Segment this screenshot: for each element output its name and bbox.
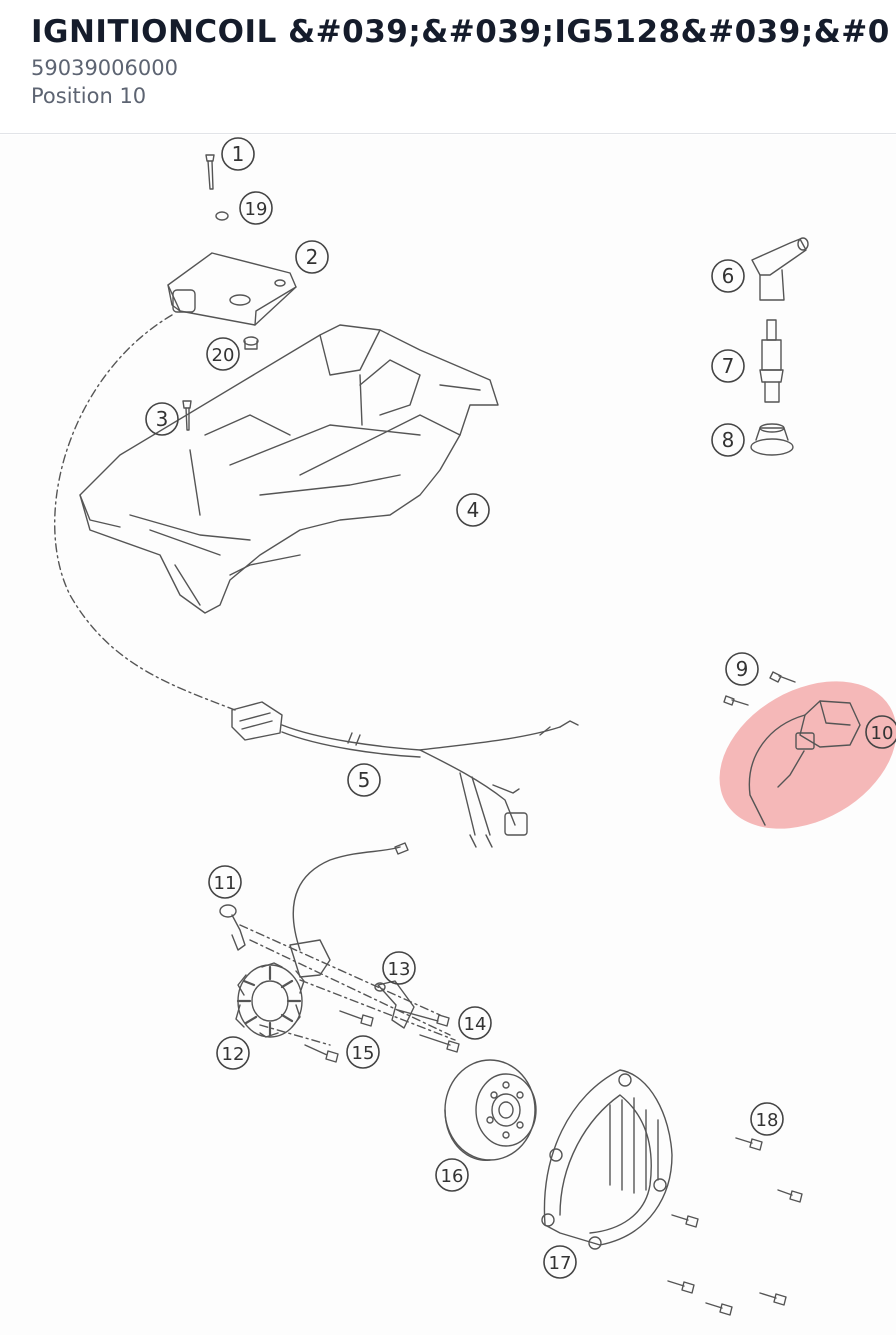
part-screw-3[interactable] [182,400,192,431]
part-ignition-cover-17[interactable] [541,1069,673,1250]
part-wiring-harness-5[interactable] [231,701,579,848]
callout-label: 9 [736,657,749,681]
highlight-ignition-coil[interactable] [693,651,896,859]
part-screw-1[interactable] [205,154,215,190]
callout-label: 8 [722,428,735,452]
part-screws-15[interactable] [304,1010,374,1063]
callout-label: 14 [464,1014,487,1035]
callout-15[interactable]: 15 [346,1035,380,1069]
callout-2[interactable]: 2 [295,240,329,274]
callout-10[interactable]: 10 [865,715,896,749]
part-screws-9[interactable] [723,671,796,706]
part-spark-plug-cap-6[interactable] [751,237,809,301]
callout-7[interactable]: 7 [711,349,745,383]
stator-cable [292,846,401,951]
callout-1[interactable]: 1 [221,137,255,171]
callout-12[interactable]: 12 [216,1036,250,1070]
part-cdi-box-2[interactable] [167,252,297,326]
callout-label: 4 [467,498,480,522]
callout-label: 6 [722,264,735,288]
alignment-lines [239,924,456,1046]
callout-4[interactable]: 4 [456,493,490,527]
part-washer-19[interactable] [215,211,229,221]
part-stator-12[interactable] [235,962,305,1038]
callout-18[interactable]: 18 [750,1102,784,1136]
callout-3[interactable]: 3 [145,402,179,436]
part-pickup-sensor-11[interactable] [219,904,246,951]
callout-label: 2 [306,245,319,269]
callout-11[interactable]: 11 [208,865,242,899]
callout-label: 17 [549,1253,572,1274]
callout-label: 1 [232,142,245,166]
stator-cable-plug [394,842,409,855]
callout-19[interactable]: 19 [239,191,273,225]
part-rubber-cap-8[interactable] [750,423,794,456]
callout-label: 18 [756,1110,779,1131]
callout-5[interactable]: 5 [347,763,381,797]
part-header: IGNITIONCOIL &#039;&#039;IG5128&#039;&#0… [0,0,896,134]
part-flywheel-16[interactable] [444,1059,537,1161]
callout-label: 13 [388,959,411,980]
callout-label: 20 [212,345,235,366]
part-number: 59039006000 [31,56,178,80]
callout-label: 15 [352,1043,375,1064]
exploded-parts-diagram: 1 19 2 20 3 4 6 7 8 9 10 5 11 13 14 12 15 16 18 17 [0,135,896,1335]
callout-14[interactable]: 14 [458,1006,492,1040]
cable-routing-line [54,314,236,711]
part-ignition-coil-10[interactable] [748,700,861,826]
part-screws-14[interactable] [397,1009,460,1053]
part-airbox-4[interactable] [79,324,499,614]
part-screws-18[interactable] [667,1137,803,1316]
callout-17[interactable]: 17 [543,1245,577,1279]
callout-label: 11 [214,873,237,894]
callout-label: 19 [245,199,268,220]
part-bracket-13[interactable] [374,980,415,1029]
callout-label: 10 [871,723,894,744]
callout-8[interactable]: 8 [711,423,745,457]
callout-6[interactable]: 6 [711,259,745,293]
callout-label: 3 [156,407,169,431]
callout-label: 16 [441,1166,464,1187]
cable-bracket [289,939,331,978]
part-spark-plug-7[interactable] [759,319,784,403]
callout-label: 12 [222,1044,245,1065]
callout-20[interactable]: 20 [206,337,240,371]
callout-13[interactable]: 13 [382,951,416,985]
part-position: Position 10 [31,84,147,108]
callout-label: 7 [722,354,735,378]
callout-9[interactable]: 9 [725,652,759,686]
part-grommet-20[interactable] [243,336,259,350]
callout-16[interactable]: 16 [435,1158,469,1192]
part-title: IGNITIONCOIL &#039;&#039;IG5128&#039;&#0… [31,14,891,50]
diagram-drawing: 1 19 2 20 3 4 6 7 8 9 10 5 11 13 14 12 15 16 18 17 [54,137,896,1316]
callout-label: 5 [358,768,371,792]
callout-layer: 1 19 2 20 3 4 6 7 8 9 10 5 11 13 14 12 15 16 18 17 [145,137,896,1279]
